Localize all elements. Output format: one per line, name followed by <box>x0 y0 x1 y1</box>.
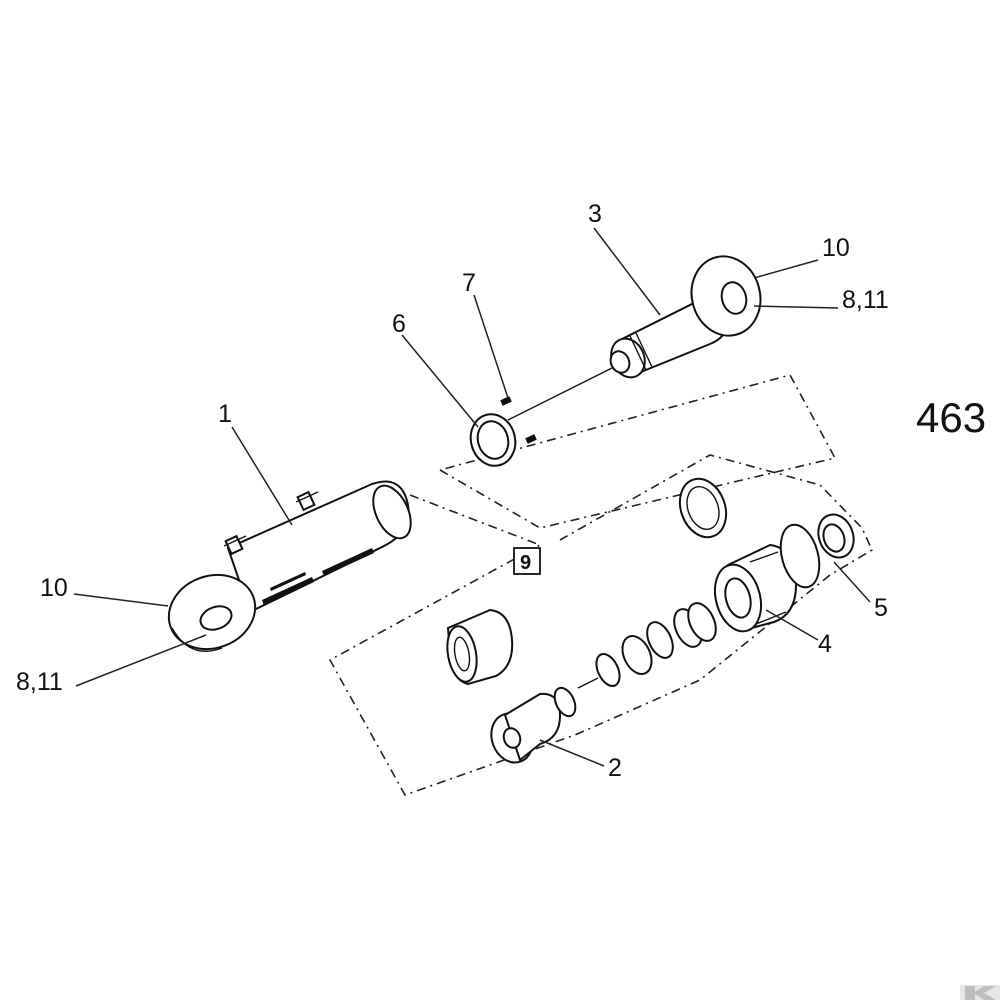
piston-seal-ring <box>678 477 728 539</box>
label-part-2: 2 <box>608 754 622 782</box>
label-barrel-eye-bushing: 8,11 <box>16 668 63 696</box>
label-part-1: 1 <box>218 400 232 428</box>
label-part-3: 3 <box>588 200 602 228</box>
label-part-5: 5 <box>874 594 888 622</box>
label-rod-eye-top: 10 <box>822 234 850 262</box>
assembly-axis-line <box>507 367 613 421</box>
cylinder-barrel <box>167 480 412 652</box>
cylinder-head-gland <box>490 686 577 764</box>
piston <box>713 543 798 633</box>
label-part-7: 7 <box>462 269 476 297</box>
label-rod-eye-bushing: 8,11 <box>842 286 889 314</box>
wiper-seal <box>446 608 514 686</box>
kit-number-label: 9 <box>520 552 531 574</box>
set-screws <box>500 396 537 444</box>
label-barrel-eye-top: 10 <box>40 574 68 602</box>
brand-logo <box>960 985 1000 1000</box>
seal-kit-boundary <box>328 374 874 796</box>
label-part-4: 4 <box>818 630 832 658</box>
rod-seal-set <box>577 602 717 689</box>
page-number: 463 <box>916 394 986 441</box>
piston-rod <box>609 255 762 379</box>
retaining-ring <box>469 413 517 467</box>
callout-leaders <box>73 227 871 767</box>
kit-number-box: 9 <box>513 547 541 575</box>
piston-o-ring <box>779 523 821 589</box>
label-part-6: 6 <box>392 310 406 338</box>
piston-nut <box>817 513 855 559</box>
